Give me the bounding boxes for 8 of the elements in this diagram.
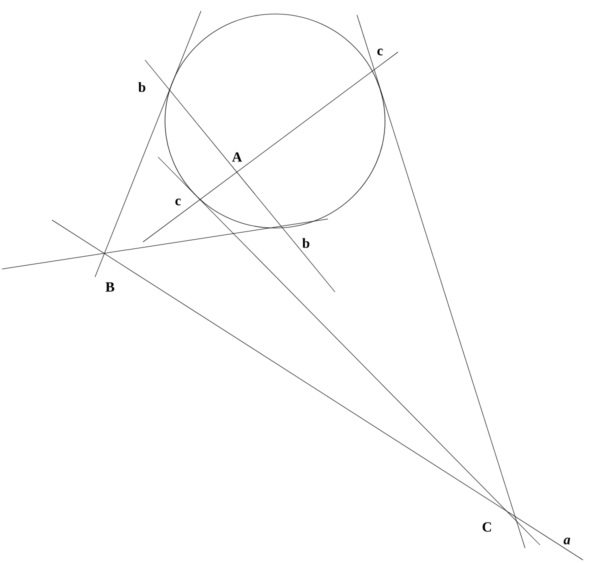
point-label: a xyxy=(564,538,570,544)
point-label: C xyxy=(482,522,491,532)
point-label: c xyxy=(175,198,181,206)
point-label: A xyxy=(232,152,242,162)
point-label: B xyxy=(106,282,114,292)
point-label: c xyxy=(377,48,383,56)
point-label: b xyxy=(302,238,310,248)
point-label: b xyxy=(138,82,146,92)
